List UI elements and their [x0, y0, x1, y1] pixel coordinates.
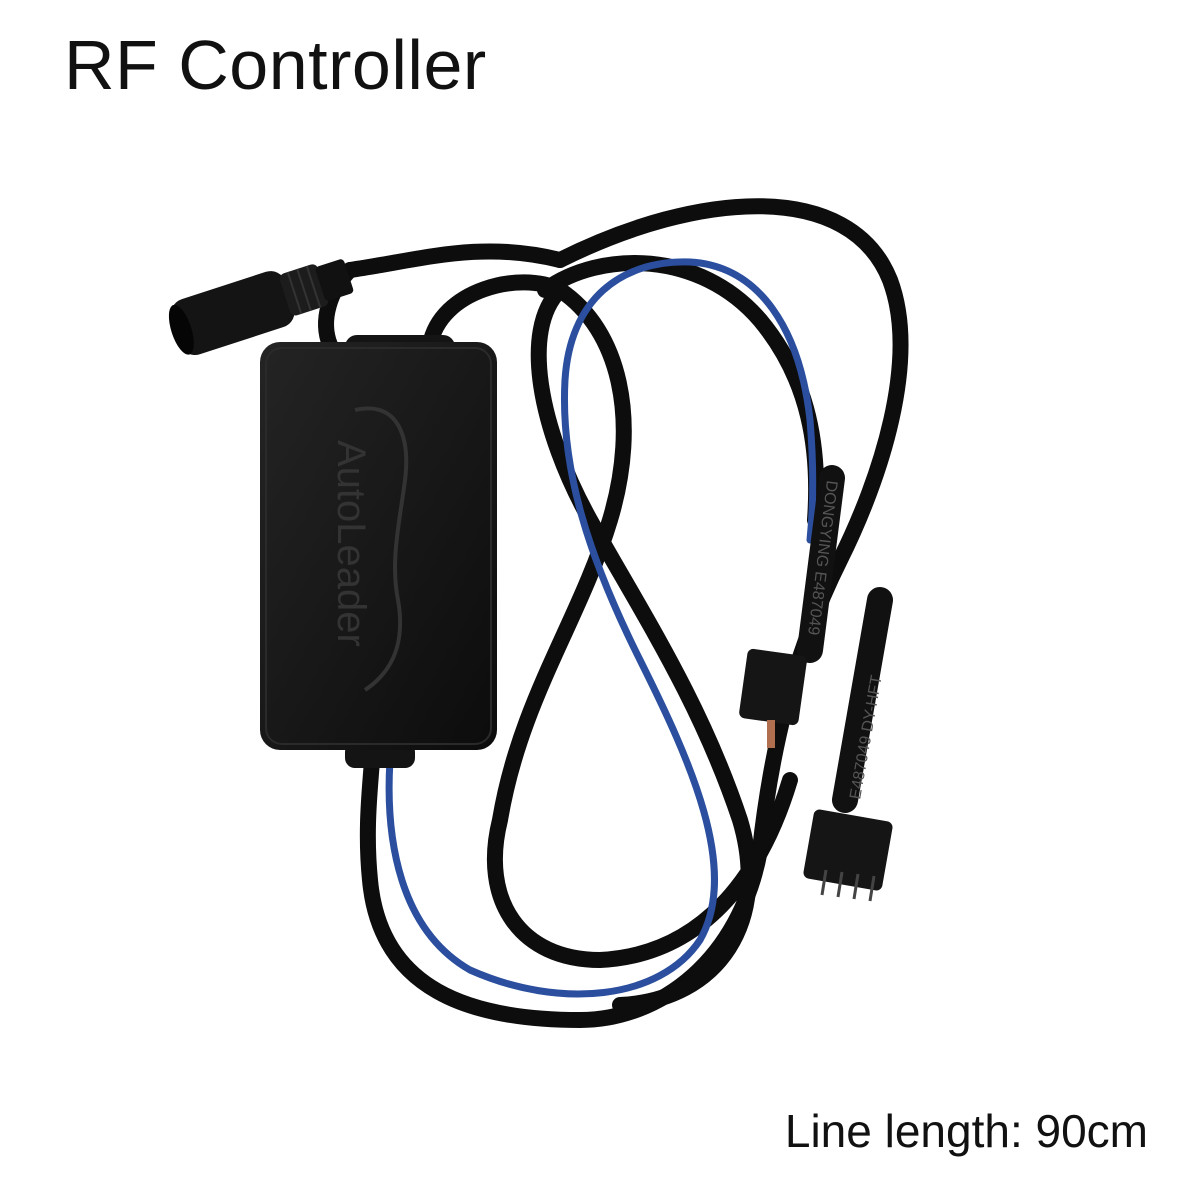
cable-loops [318, 198, 909, 1029]
blue-wire [385, 258, 817, 998]
dc-plug [168, 259, 354, 356]
brand-mark: AutoLeader [329, 440, 373, 647]
line-length-caption: Line length: 90cm [784, 1105, 1148, 1157]
page-title: RF Controller [64, 26, 487, 104]
connector-right-upper: DONGYING E487049 [739, 465, 845, 748]
connector-right-lower: E487049 DY-HFT [803, 587, 893, 902]
controller-box: AutoLeader [260, 335, 497, 768]
